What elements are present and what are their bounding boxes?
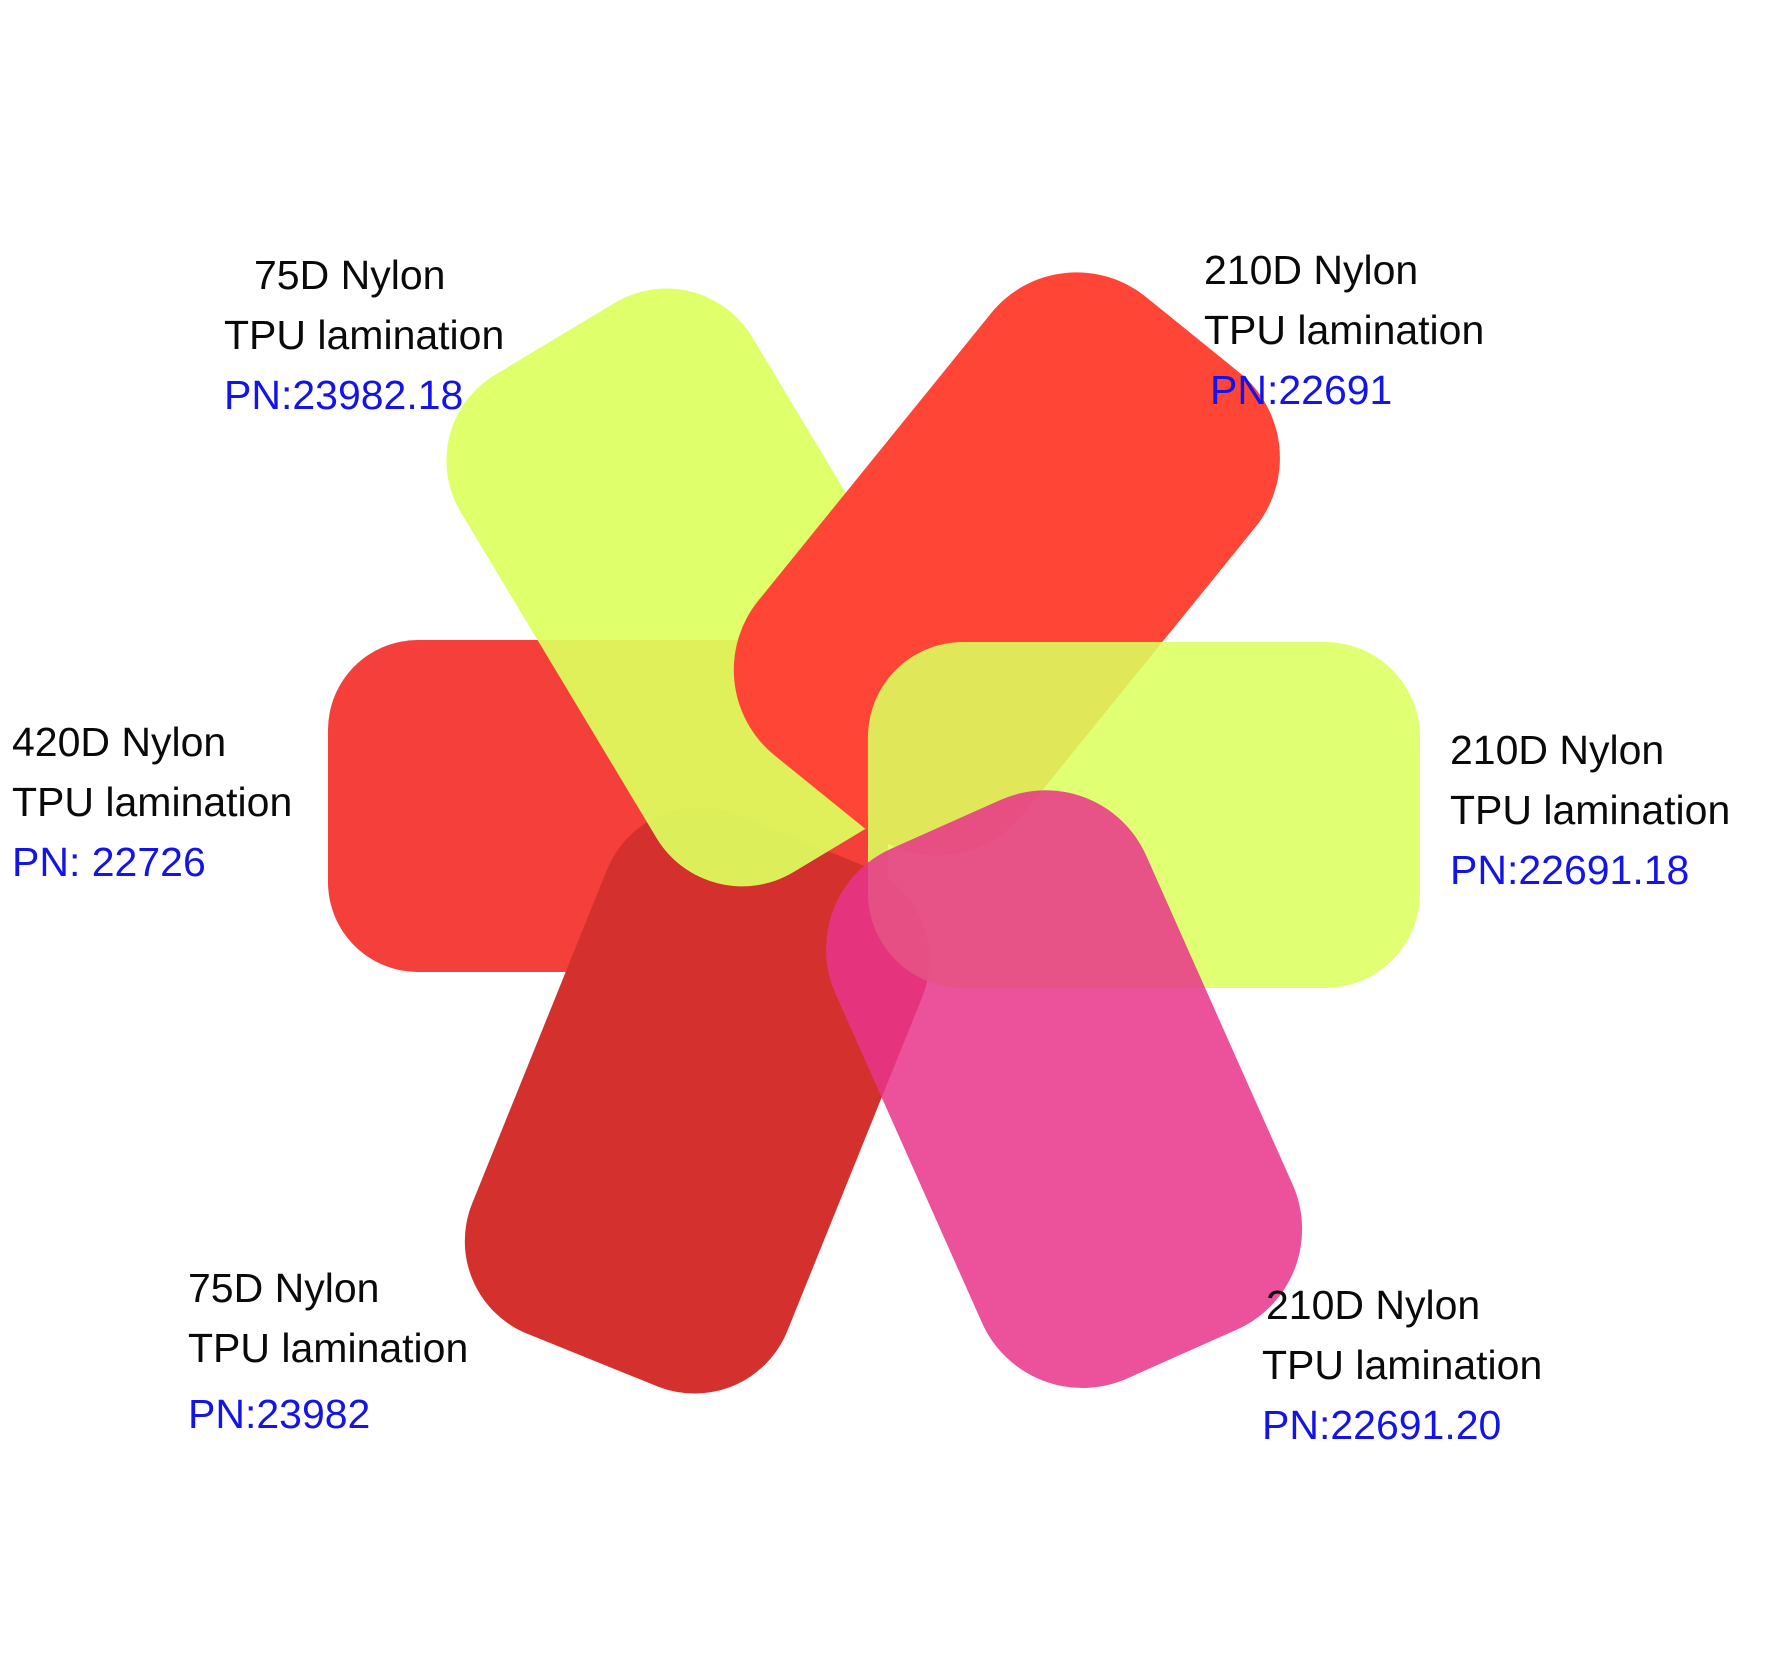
- label-part-number: PN: 22726: [12, 839, 206, 885]
- label-material: 210D Nylon: [1450, 727, 1665, 773]
- swatch-bottom-right: [826, 790, 1303, 1388]
- label-part-number: PN:22691.18: [1450, 847, 1690, 893]
- label-coating: TPU lamination: [1262, 1342, 1543, 1388]
- swatch-overlap-highlight: [330, 640, 630, 970]
- label-material: 210D Nylon: [1204, 247, 1419, 293]
- label-material: 75D Nylon: [254, 252, 446, 298]
- label-part-number: PN:23982.18: [224, 372, 464, 418]
- label-right: 210D Nylon TPU lamination PN:22691.18: [1450, 720, 1730, 900]
- swatch-top-right: [733, 272, 1280, 856]
- label-coating: TPU lamination: [1204, 307, 1485, 353]
- label-bottom-left: 75D Nylon TPU lamination PN:23982: [188, 1258, 468, 1444]
- label-coating: TPU lamination: [12, 779, 293, 825]
- label-left: 420D Nylon TPU lamination PN: 22726: [12, 712, 292, 892]
- label-coating: TPU lamination: [1450, 787, 1731, 833]
- swatch-bottom-left: [464, 807, 930, 1394]
- label-material: 75D Nylon: [188, 1265, 380, 1311]
- label-top-right: 210D Nylon TPU lamination PN:22691: [1204, 240, 1484, 420]
- label-material: 210D Nylon: [1266, 1282, 1481, 1328]
- label-top-left: 75D Nylon TPU lamination PN:23982.18: [224, 245, 504, 425]
- label-coating: TPU lamination: [224, 312, 505, 358]
- label-coating: TPU lamination: [188, 1325, 469, 1371]
- label-part-number: PN:22691.20: [1262, 1402, 1502, 1448]
- label-part-number: PN:22691: [1210, 367, 1393, 413]
- label-bottom-right: 210D Nylon TPU lamination PN:22691.20: [1262, 1275, 1542, 1455]
- label-part-number: PN:23982: [188, 1391, 371, 1437]
- label-material: 420D Nylon: [12, 719, 227, 765]
